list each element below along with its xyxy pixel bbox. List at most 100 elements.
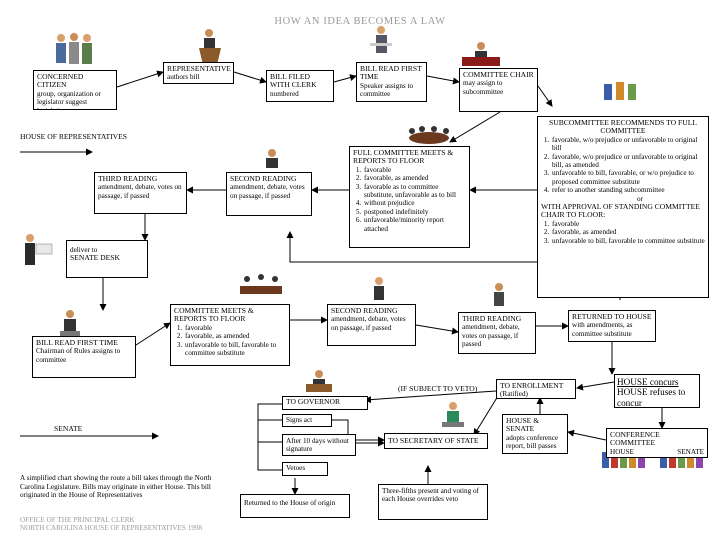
box-head: BILL READ FIRST TIME — [360, 64, 422, 82]
box-body: amendment, debate, votes on passage, if … — [331, 315, 406, 332]
box-body: group, organization or legislator sugges… — [37, 89, 101, 109]
senate-lane-label: SENATE — [54, 424, 83, 433]
box-to-enrollment: TO ENROLLMENT (Ratified) — [496, 379, 576, 399]
option-item: unfavorable to bill, favorable, or w/o p… — [551, 169, 705, 186]
subcommittee-options: favorable, w/o prejudice or unfavorable … — [541, 136, 705, 195]
box-head: CONCERNED CITIZEN — [37, 72, 84, 90]
box-senate-third-reading: THIRD READING amendment, debate, votes o… — [458, 312, 536, 354]
box-senate-committee: COMMITTEE MEETS & REPORTS TO FLOOR favor… — [170, 304, 290, 366]
box-read-first-time: BILL READ FIRST TIME Speaker assigns to … — [356, 62, 427, 102]
option-item: favorable, as amended — [363, 174, 466, 182]
conference-house-label: HOUSE — [610, 447, 634, 456]
option-item: favorable, w/o prejudice or unfavorable … — [551, 153, 705, 170]
box-body: with amendments, as committee substitute — [572, 321, 633, 338]
option-item: favorable — [363, 166, 466, 174]
senator-standing-icon — [368, 276, 390, 307]
box-house-third-reading: THIRD READING amendment, debate, votes o… — [94, 172, 187, 214]
secretary-icon — [438, 400, 468, 435]
box-house-senate-adopts: HOUSE & SENATE adopts conference report,… — [502, 414, 568, 454]
box-body: may assign to subcommittee — [463, 79, 504, 96]
footer-credit: OFFICE OF THE PRINCIPAL CLERK NORTH CARO… — [20, 516, 202, 532]
box-deliver-senate-desk: deliver to SENATE DESK — [66, 240, 148, 278]
podium-speaker-icon — [195, 28, 225, 71]
box-head: HOUSE & SENATE — [506, 416, 540, 434]
box-head: TO SECRETARY OF STATE — [388, 436, 479, 445]
box-after-10-days: After 10 days without signature — [282, 434, 356, 456]
box-body: amendment, debate, votes on passage, if … — [462, 323, 520, 349]
floor-options: favorable favorable, as amended unfavora… — [541, 220, 705, 245]
box-house-second-reading: SECOND READING amendment, debate, votes … — [226, 172, 312, 216]
option-item: refer to another standing subcommittee — [551, 186, 705, 194]
house-members-label: members — [610, 456, 636, 457]
refuse-line: HOUSE refuses to concur — [617, 387, 686, 408]
subcommittee-group-icon — [602, 80, 638, 109]
option-item: favorable — [551, 220, 705, 228]
option-item: unfavorable to bill, favorable to commit… — [551, 237, 705, 245]
option-item: without prejudice — [363, 199, 466, 207]
box-secretary-of-state: TO SECRETARY OF STATE — [384, 433, 488, 449]
box-head: SECOND READING — [230, 174, 297, 183]
option-item: favorable, as amended — [551, 228, 705, 236]
box-body: authors bill — [167, 73, 200, 82]
option-item: favorable as to committee substitute, un… — [363, 183, 466, 200]
box-subcommittee: SUBCOMMITTEE RECOMMENDS TO FULL COMMITTE… — [537, 116, 709, 298]
box-committee-chair: COMMITTEE CHAIR may assign to subcommitt… — [459, 68, 538, 112]
box-body: deliver to — [70, 246, 98, 254]
box-body: Returned to the House of origin — [244, 499, 336, 507]
box-head: RETURNED TO HOUSE — [572, 312, 652, 321]
box-head: FULL COMMITTEE MEETS & REPORTS TO FLOOR — [353, 148, 454, 166]
box-body: Three-fifths present and voting of each … — [382, 487, 479, 504]
senate-committee-icon — [238, 270, 284, 303]
box-returned-to-house: RETURNED TO HOUSE with amendments, as co… — [568, 310, 656, 342]
box-senate-first-reading: BILL READ FIRST TIME Chairman of Rules a… — [32, 336, 136, 378]
chart-title: HOW AN IDEA BECOMES A LAW — [274, 16, 446, 27]
concur-line: HOUSE concurs — [617, 377, 679, 387]
box-head: SUBCOMMITTEE RECOMMENDS TO FULL COMMITTE… — [548, 118, 698, 136]
box-to-governor: TO GOVERNOR — [282, 396, 368, 410]
messenger-icon — [18, 232, 58, 277]
footer-line-1: OFFICE OF THE PRINCIPAL CLERK — [20, 516, 135, 524]
option-item: favorable — [184, 324, 286, 332]
box-vetoes: Vetoes — [282, 462, 328, 476]
box-house-concurs: HOUSE concurs HOUSE refuses to concur — [614, 374, 700, 408]
senator-seated-icon — [56, 308, 84, 345]
box-concerned-citizen: CONCERNED CITIZEN group, organization or… — [33, 70, 117, 110]
senator-speaking-icon — [488, 282, 510, 313]
conference-senate-label: SENATE — [677, 447, 704, 456]
box-body: Chairman of Rules assigns to committee — [36, 347, 121, 364]
box-body: amendment, debate, votes on passage, if … — [230, 183, 305, 200]
box-head: COMMITTEE MEETS & REPORTS TO FLOOR — [174, 306, 254, 324]
box-bill-filed: BILL FILED WITH CLERK numbered — [266, 70, 334, 102]
governor-icon — [304, 368, 334, 399]
box-head: THIRD READING — [462, 314, 522, 323]
option-item: unfavorable/minority report attached — [363, 216, 466, 233]
box-head: REPRESENTATIVE — [167, 64, 231, 73]
veto-condition-label: (IF SUBJECT TO VETO) — [398, 384, 478, 393]
box-body: Speaker assigns to committee — [360, 81, 414, 99]
or-label: or — [637, 194, 643, 203]
box-body: After 10 days without signature — [286, 437, 349, 454]
option-item: postponed indefinitely — [363, 208, 466, 216]
box-representative: REPRESENTATIVE authors bill — [163, 62, 234, 84]
box-head: BILL FILED WITH CLERK — [270, 72, 317, 90]
box-body: (Ratified) — [500, 390, 528, 399]
option-item: favorable, w/o prejudice or unfavorable … — [551, 136, 705, 153]
box-head: BILL READ FIRST TIME — [36, 338, 118, 347]
box-body: adopts conference report, bill passes — [506, 433, 559, 451]
chair-desk-icon — [460, 40, 502, 73]
footer-line-2: NORTH CAROLINA HOUSE OF REPRESENTATIVES … — [20, 524, 203, 533]
conference-members: members members — [610, 456, 704, 457]
conference-members-icon — [600, 446, 710, 475]
box-head: SECOND READING — [331, 306, 398, 315]
box-signs-act: Signs act — [282, 414, 332, 427]
box-head: CONFERENCE COMMITTEE — [610, 430, 660, 448]
committee-table-icon — [404, 124, 454, 153]
box-conference-committee: CONFERENCE COMMITTEE HOUSE SENATE member… — [606, 428, 708, 458]
box-body: Signs act — [286, 416, 313, 424]
option-item: favorable, as amended — [184, 332, 286, 340]
box-full-committee: FULL COMMITTEE MEETS & REPORTS TO FLOOR … — [349, 146, 470, 248]
box-body: amendment, debate, votes on passage, if … — [98, 183, 182, 200]
box-head: TO GOVERNOR — [286, 397, 341, 406]
box-head: TO ENROLLMENT — [500, 381, 564, 390]
chart-note: A simplified chart showing the route a b… — [20, 474, 212, 500]
